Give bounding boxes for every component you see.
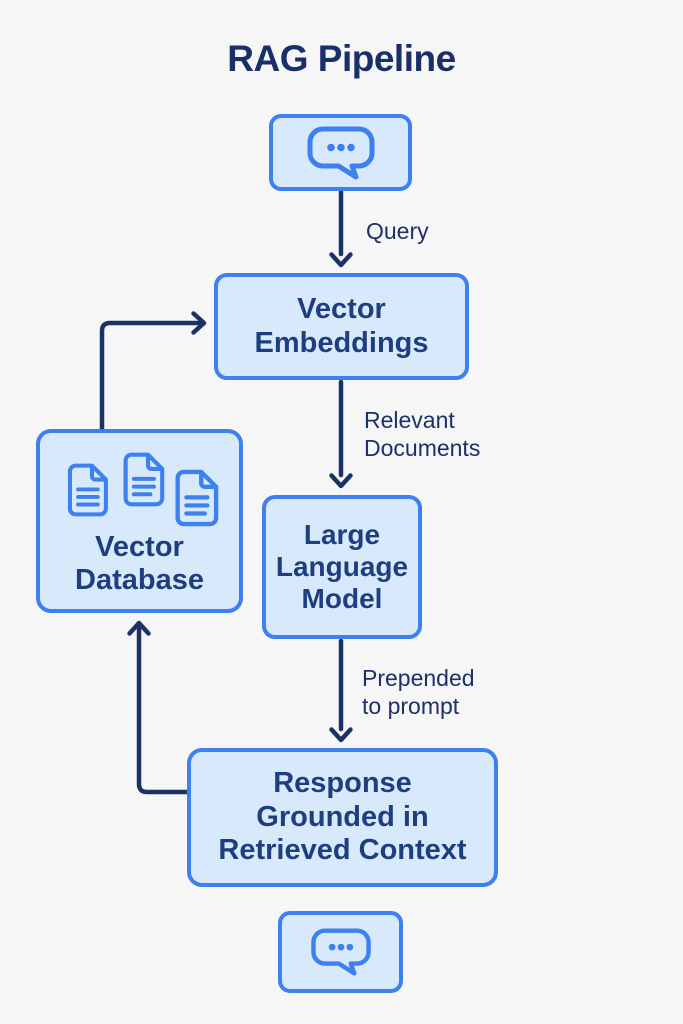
edge-label-prepended-to-prompt: Prepended to prompt [362,665,475,720]
edge-label-relevant-documents: Relevant Documents [364,407,481,462]
document-icon [172,467,223,529]
vector-db-to-embeddings-arrow [99,311,207,433]
document-icon [120,450,169,509]
response-grounded-node: Response Grounded in Retrieved Context [187,748,498,887]
chat-bubble-icon [304,124,378,182]
document-icon [65,461,112,519]
vector-database-node: Vector Database [36,429,243,613]
vector-embeddings-label: Vector Embeddings [254,293,429,359]
user-response-node [278,911,403,993]
response-to-vector-db-arrow [127,620,192,795]
chat-bubble-icon [309,926,373,978]
relevant-documents-arrow [329,379,353,489]
response-grounded-label: Response Grounded in Retrieved Context [218,767,467,867]
edge-label-query: Query [366,218,429,244]
prepended-to-prompt-arrow [329,638,353,743]
user-query-node [269,114,412,191]
vector-database-label: Vector Database [75,531,204,597]
query-arrow [329,189,353,268]
large-language-model-label: Large Language Model [275,518,409,615]
large-language-model-node: Large Language Model [262,495,422,639]
vector-embeddings-node: Vector Embeddings [214,273,469,380]
page-title: RAG Pipeline [227,38,456,79]
